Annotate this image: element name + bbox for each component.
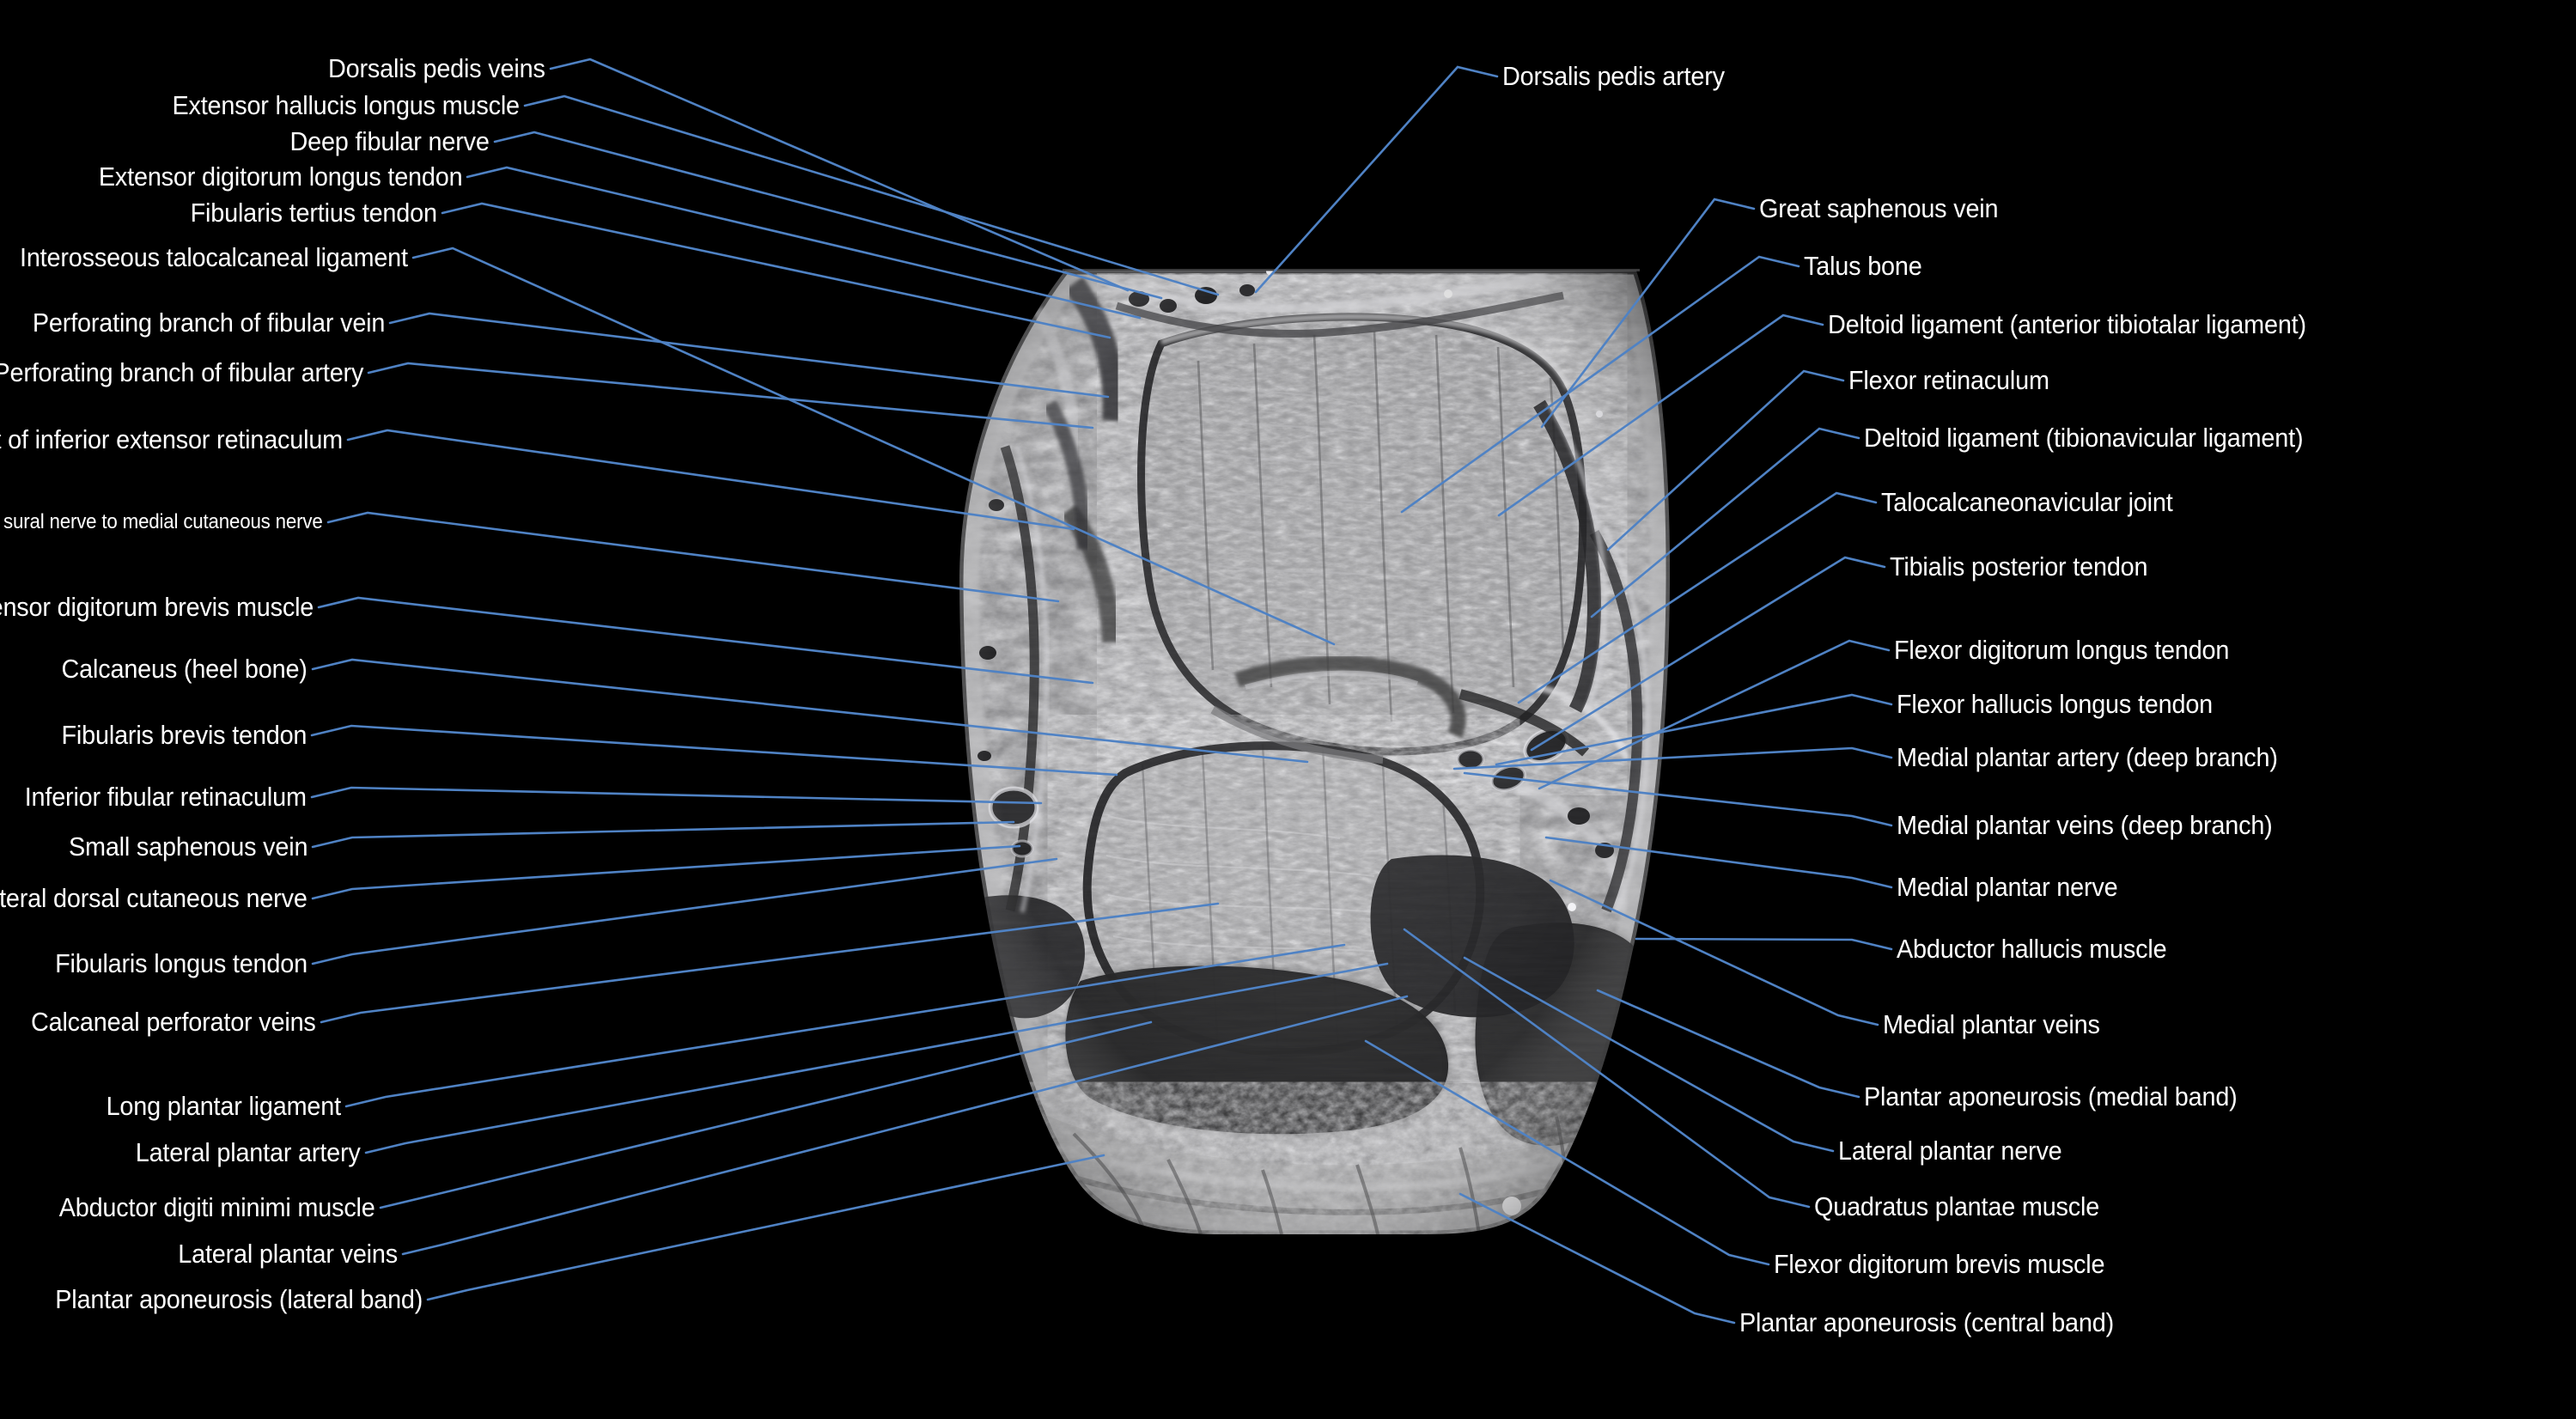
label-medial-plantar-veins: Medial plantar veins	[1883, 1009, 2100, 1039]
label-quadratus-plantae-muscle: Quadratus plantae muscle	[1814, 1191, 2100, 1221]
label-abductor-digiti-minimi-muscle: Abductor digiti minimi muscle	[59, 1192, 375, 1222]
label-lateral-plantar-nerve: Lateral plantar nerve	[1838, 1136, 2062, 1166]
label-perforating-branch-of-fibular-vein: Perforating branch of fibular vein	[32, 308, 386, 338]
label-medial-plantar-veins-deep-branch: Medial plantar veins (deep branch)	[1897, 810, 2273, 840]
label-dorsalis-pedis-artery: Dorsalis pedis artery	[1502, 61, 1725, 91]
label-fibularis-brevis-tendon: Fibularis brevis tendon	[61, 720, 307, 750]
label-lateral-dorsal-cutaneous-nerve: Lateral dorsal cutaneous nerve	[0, 883, 308, 913]
label-talocalcaneonavicular-joint: Talocalcaneonavicular joint	[1881, 487, 2173, 517]
label-plantar-aponeurosis-lateral-band: Plantar aponeurosis (lateral band)	[55, 1284, 423, 1314]
label-perforating-branch-of-fibular-artery: Perforating branch of fibular artery	[0, 357, 363, 387]
label-calcaneal-perforator-veins: Calcaneal perforator veins	[31, 1007, 316, 1037]
label-plantar-aponeurosis-medial-band: Plantar aponeurosis (medial band)	[1864, 1081, 2238, 1111]
label-calcaneus-heel-bone: Calcaneus (heel bone)	[61, 654, 308, 684]
label-small-saphenous-vein: Small saphenous vein	[68, 831, 308, 862]
label-great-saphenous-vein: Great saphenous vein	[1759, 193, 1999, 223]
label-lateral-plantar-artery: Lateral plantar artery	[136, 1137, 361, 1167]
mri-foot-cross-section	[959, 271, 1671, 1234]
label-talus-bone: Talus bone	[1804, 251, 1922, 281]
label-extensor-digitorum-longus-tendon: Extensor digitorum longus tendon	[98, 161, 462, 192]
label-plantar-aponeurosis-central-band: Plantar aponeurosis (central band)	[1739, 1307, 2114, 1337]
label-inferior-fibular-retinaculum: Inferior fibular retinaculum	[24, 782, 307, 812]
label-anastomotic-branch-of-sural-nerve-to-medial-cutaneous-nerve: Anastomotic branch of sural nerve to med…	[0, 510, 323, 533]
label-deep-fibular-nerve: Deep fibular nerve	[289, 126, 490, 156]
label-lateral-root-of-inferior-extensor-retinaculum: Lateral root of inferior extensor retina…	[0, 424, 343, 454]
label-flexor-digitorum-longus-tendon: Flexor digitorum longus tendon	[1894, 635, 2230, 665]
label-abductor-hallucis-muscle: Abductor hallucis muscle	[1897, 934, 2167, 964]
label-flexor-digitorum-brevis-muscle: Flexor digitorum brevis muscle	[1774, 1249, 2105, 1279]
label-medial-plantar-nerve: Medial plantar nerve	[1897, 872, 2118, 902]
label-long-plantar-ligament: Long plantar ligament	[106, 1091, 342, 1121]
label-deltoid-ligament-tibionavicular-ligament: Deltoid ligament (tibionavicular ligamen…	[1864, 423, 2304, 453]
label-dorsalis-pedis-veins: Dorsalis pedis veins	[328, 53, 545, 83]
label-extensor-digitorum-brevis-muscle: Extensor digitorum brevis muscle	[0, 592, 314, 622]
label-lateral-plantar-veins: Lateral plantar veins	[178, 1239, 398, 1269]
label-extensor-hallucis-longus-muscle: Extensor hallucis longus muscle	[172, 90, 521, 120]
label-interosseous-talocalcaneal-ligament: Interosseous talocalcaneal ligament	[20, 242, 408, 272]
label-tibialis-posterior-tendon: Tibialis posterior tendon	[1890, 551, 2148, 582]
label-fibularis-tertius-tendon: Fibularis tertius tendon	[190, 198, 437, 228]
label-deltoid-ligament-anterior-tibiotalar-ligament: Deltoid ligament (anterior tibiotalar li…	[1828, 309, 2306, 339]
label-fibularis-longus-tendon: Fibularis longus tendon	[55, 948, 308, 978]
label-flexor-retinaculum: Flexor retinaculum	[1848, 365, 2049, 395]
label-medial-plantar-artery-deep-branch: Medial plantar artery (deep branch)	[1897, 742, 2278, 772]
label-flexor-hallucis-longus-tendon: Flexor hallucis longus tendon	[1897, 689, 2214, 719]
